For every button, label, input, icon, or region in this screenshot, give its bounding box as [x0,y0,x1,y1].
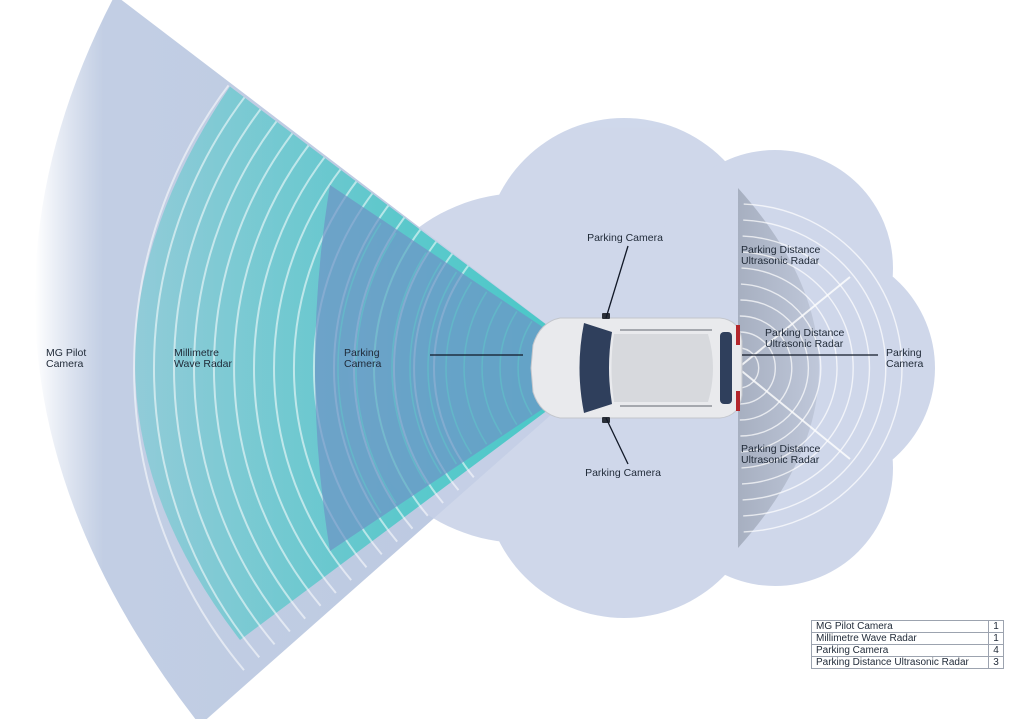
front-camera-coverage [315,185,604,551]
legend-sensor-count: 4 [988,644,1004,657]
label-front-parking-camera: Parking Camera [344,347,382,370]
legend-sensor-name: Millimetre Wave Radar [811,632,989,645]
wave-arc [152,78,261,658]
wave-arc [739,331,776,405]
wave-arc [741,267,838,469]
wave-arc [445,281,473,455]
car-roof [611,334,713,402]
wave-arc [463,291,488,445]
legend-sensor-name: Parking Camera [811,644,989,657]
wave-arc [740,283,822,453]
wave-arc [391,252,427,484]
wave-arc [742,235,871,501]
wave-arc [252,142,337,594]
legend-sensor-name: Parking Distance Ultrasonic Radar [811,656,989,669]
wave-arc [133,65,245,671]
wave-arc [740,299,810,437]
label-rear-parking-camera: Parking Camera [886,347,924,370]
label-bottom-parking-camera: Parking Camera [585,467,661,479]
wave-arc [355,232,397,504]
label-ultrasonic-bottom: Parking Distance Ultrasonic Radar [741,443,821,466]
wave-arc [743,203,903,533]
legend-sensor-count: 1 [988,632,1004,645]
wave-arc [212,116,306,620]
wave-arc [233,129,322,607]
label-ultrasonic-top: Parking Distance Ultrasonic Radar [741,244,821,267]
wave-arc [499,310,518,426]
wave-arc [481,301,503,435]
legend-sensor-count: 3 [988,656,1004,669]
label-pilot-camera: MG Pilot Camera [46,347,87,370]
legend-sensor-count: 1 [988,620,1004,633]
label-mmwave-radar: Millimetre Wave Radar [174,347,232,370]
front-camera-arcs [337,222,563,514]
leader-lines [430,245,878,465]
wave-arc [743,219,887,517]
label-top-parking-camera: Parking Camera [587,232,663,244]
wave-arc [409,261,442,475]
ultrasonic-radar-sectors [737,188,903,548]
wave-arc [739,315,793,421]
wave-arc [273,155,352,581]
car-rear-window [720,332,732,404]
wave-arc [193,103,291,633]
wave-arc [517,320,533,416]
wave-arc [741,251,854,485]
wave-arc [373,242,412,494]
legend-sensor-name: MG Pilot Camera [811,620,989,633]
label-ultrasonic-middle: Parking Distance Ultrasonic Radar [765,327,845,350]
car-top-view [530,313,743,423]
wave-arc [427,271,458,465]
car-windshield [579,323,612,413]
wave-arc [173,90,276,646]
wave-arc [337,222,382,514]
wave-arc [738,347,760,389]
